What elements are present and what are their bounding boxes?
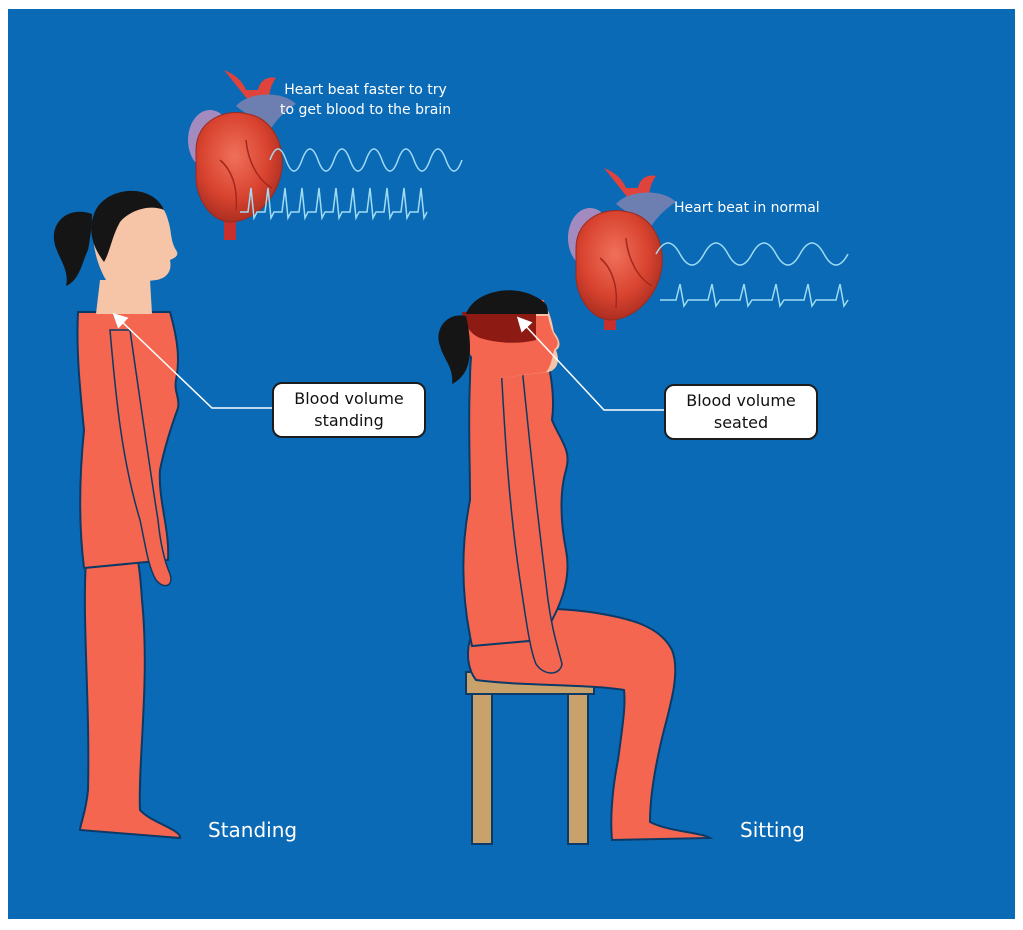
ecg-normal-sine (656, 243, 848, 265)
ecg-normal-spikes (660, 284, 848, 306)
heart-fast-caption-line1: Heart beat faster to try (280, 80, 451, 100)
standing-legs (80, 548, 180, 838)
heart-fast-caption-line2: to get blood to the brain (280, 100, 451, 120)
label-sitting: Sitting (740, 818, 805, 842)
callout-seated: Blood volume seated (664, 384, 818, 440)
heart-normal-caption: Heart beat in normal (674, 198, 820, 218)
chair (466, 672, 594, 844)
ecg-normal (656, 243, 848, 306)
callout-seated-line1: Blood volume (666, 390, 816, 412)
callout-standing: Blood volume standing (272, 382, 426, 438)
standing-woman (54, 191, 180, 838)
standing-neck (96, 280, 152, 314)
heart-fast-caption: Heart beat faster to try to get blood to… (280, 80, 451, 120)
callout-standing-line1: Blood volume (274, 388, 424, 410)
sitting-woman (438, 290, 710, 844)
ecg-fast-spikes (240, 188, 427, 218)
label-standing: Standing (208, 818, 297, 842)
callout-standing-line2: standing (274, 410, 424, 432)
ecg-fast-sine (270, 149, 462, 171)
callout-seated-line2: seated (666, 412, 816, 434)
